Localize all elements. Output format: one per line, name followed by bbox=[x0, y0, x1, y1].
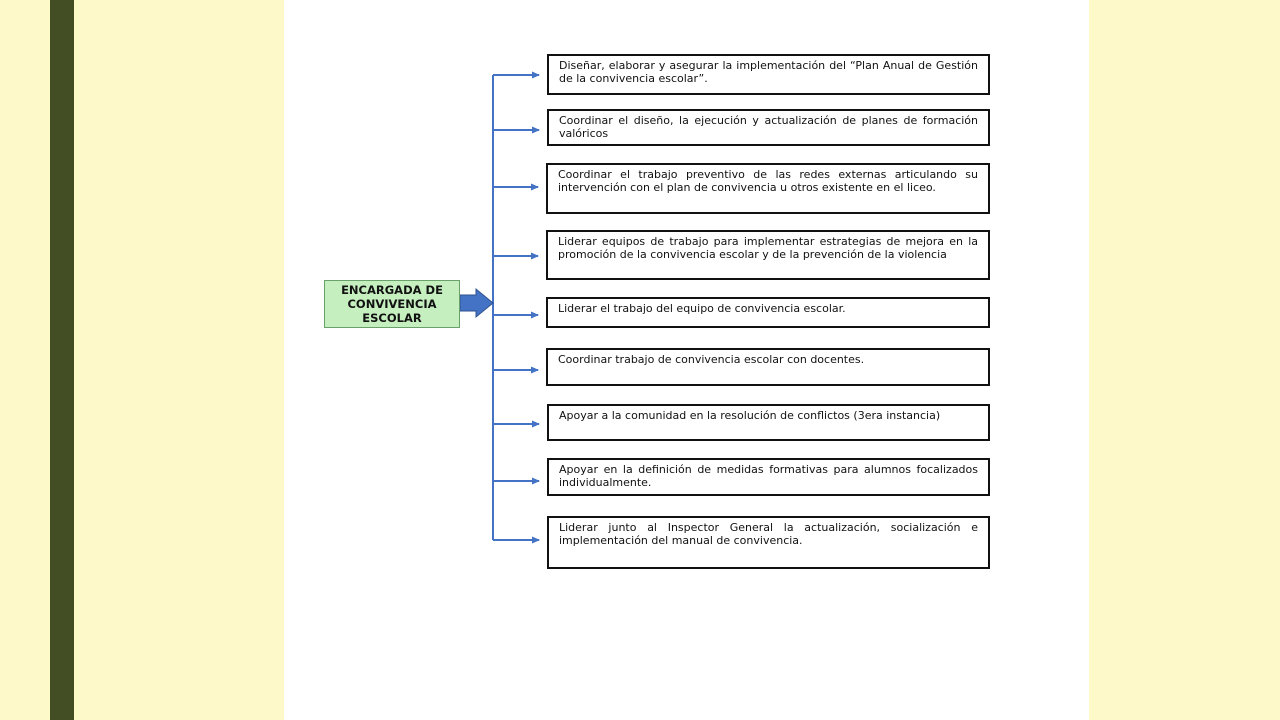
root-node-encargada: ENCARGADA DE CONVIVENCIA ESCOLAR bbox=[324, 280, 460, 328]
root-block-arrow bbox=[459, 287, 494, 319]
task-box-2: Coordinar el diseño, la ejecución y actu… bbox=[547, 109, 990, 146]
task-box-4: Liderar equipos de trabajo para implemen… bbox=[546, 230, 990, 280]
task-box-8: Apoyar en la definición de medidas forma… bbox=[547, 458, 990, 496]
task-box-9: Liderar junto al Inspector General la ac… bbox=[547, 516, 990, 569]
left-accent-bar bbox=[50, 0, 74, 720]
task-box-1: Diseñar, elaborar y asegurar la implemen… bbox=[547, 54, 990, 95]
task-box-6: Coordinar trabajo de convivencia escolar… bbox=[546, 348, 990, 386]
task-box-3: Coordinar el trabajo preventivo de las r… bbox=[546, 163, 990, 214]
task-box-5: Liderar el trabajo del equipo de convive… bbox=[546, 297, 990, 328]
task-box-7: Apoyar a la comunidad en la resolución d… bbox=[547, 404, 990, 441]
